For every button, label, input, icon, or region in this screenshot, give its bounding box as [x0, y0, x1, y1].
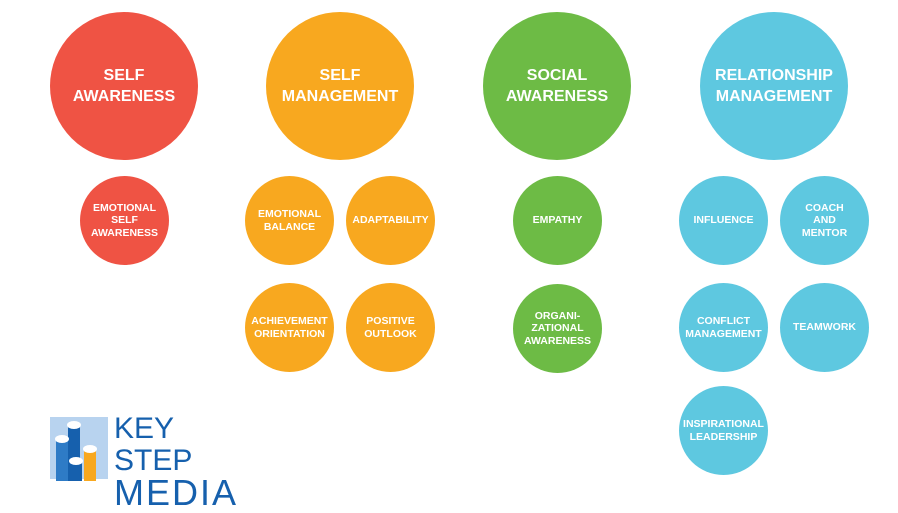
competency-coach-and-mentor: COACH AND MENTOR — [780, 176, 869, 265]
competency-inspirational-leadership: INSPIRATIONAL LEADERSHIP — [679, 386, 768, 475]
competency-influence: INFLUENCE — [679, 176, 768, 265]
logo-line-2: MEDIA — [114, 472, 239, 513]
domain-self-awareness: SELF AWARENESS — [50, 12, 198, 160]
logo-line-1: KEY STEP — [114, 412, 193, 477]
competency-organizational-awareness: ORGANI- ZATIONAL AWARENESS — [513, 284, 602, 373]
key-step-media-logo: KEY STEP MEDIA — [50, 412, 250, 511]
domain-self-management: SELF MANAGEMENT — [266, 12, 414, 160]
competency-teamwork: TEAMWORK — [780, 283, 869, 372]
competency-achievement-orientation: ACHIEVEMENT ORIENTATION — [245, 283, 334, 372]
competency-emotional-balance: EMOTIONAL BALANCE — [245, 176, 334, 265]
competency-adaptability: ADAPTABILITY — [346, 176, 435, 265]
competency-positive-outlook: POSITIVE OUTLOOK — [346, 283, 435, 372]
competency-emotional-self-awareness: EMOTIONAL SELF AWARENESS — [80, 176, 169, 265]
competency-empathy: EMPATHY — [513, 176, 602, 265]
domain-relationship-management: RELATIONSHIP MANAGEMENT — [700, 12, 848, 160]
competency-conflict-management: CONFLICT MANAGEMENT — [679, 283, 768, 372]
domain-social-awareness: SOCIAL AWARENESS — [483, 12, 631, 160]
logo-columns-icon — [50, 417, 108, 481]
